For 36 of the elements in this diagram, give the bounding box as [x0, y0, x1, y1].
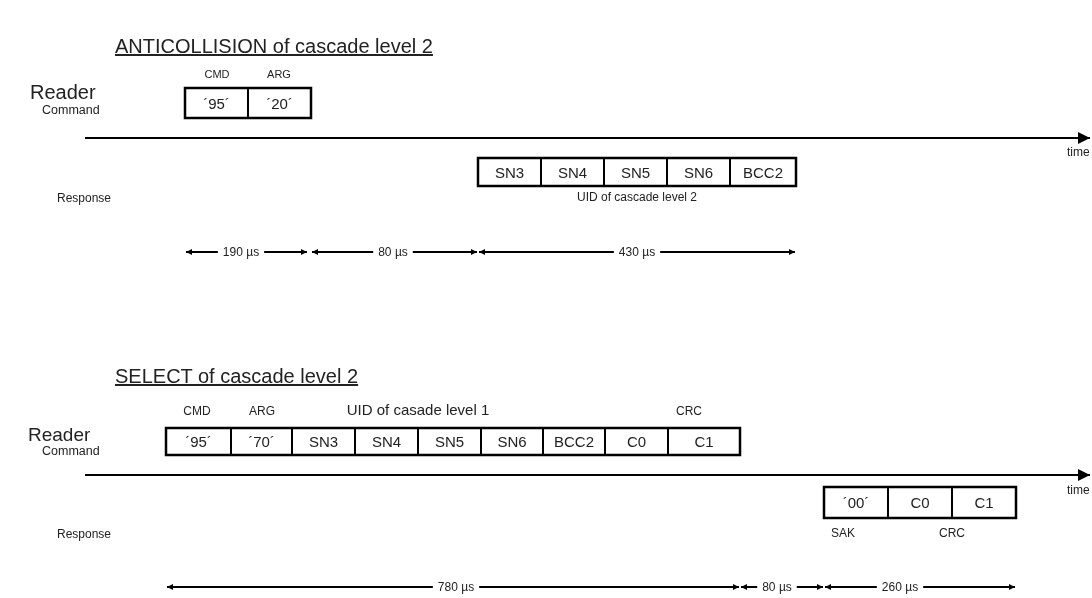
role-caption: Response	[57, 192, 112, 204]
duration-label: 430 µs	[618, 246, 656, 258]
duration-label: 80 µs	[762, 581, 792, 593]
field-cell: SN4	[355, 428, 418, 455]
section-heading: SELECT of cascade level 2	[115, 366, 359, 386]
field-cell: SN5	[604, 158, 667, 186]
field-cell: SN3	[292, 428, 355, 455]
field-label: ARG	[267, 69, 291, 80]
axis-label: time	[1067, 484, 1090, 496]
field-cell: SN6	[667, 158, 730, 186]
field-label: SAK	[831, 527, 855, 539]
field-cell: ´70´	[231, 428, 292, 455]
duration-label: 260 µs	[881, 581, 919, 593]
duration-label: 780 µs	[437, 581, 475, 593]
field-cell: SN6	[481, 428, 543, 455]
field-cell: C0	[888, 487, 952, 518]
field-label: CMD	[183, 405, 211, 417]
role-caption: Command	[42, 445, 100, 458]
duration-label: 80 µs	[378, 246, 408, 258]
role-label: Reader	[28, 425, 91, 444]
field-label: CRC	[939, 527, 965, 539]
field-label: ARG	[249, 405, 275, 417]
role-label: Reader	[30, 82, 96, 102]
field-cell: SN4	[541, 158, 604, 186]
field-cell: SN5	[418, 428, 481, 455]
role-caption: Response	[57, 528, 112, 540]
field-label: CRC	[676, 405, 702, 417]
field-label: UID of cascade level 2	[576, 191, 698, 203]
duration-label: 190 µs	[222, 246, 260, 258]
field-cell: BCC2	[543, 428, 605, 455]
role-caption: Command	[42, 104, 100, 117]
axis-label: time	[1067, 146, 1090, 158]
field-label: UID of casade level 1	[346, 402, 490, 417]
section-heading: ANTICOLLISION of cascade level 2	[115, 36, 433, 56]
field-label: CMD	[204, 69, 230, 80]
field-cell: C0	[605, 428, 668, 455]
